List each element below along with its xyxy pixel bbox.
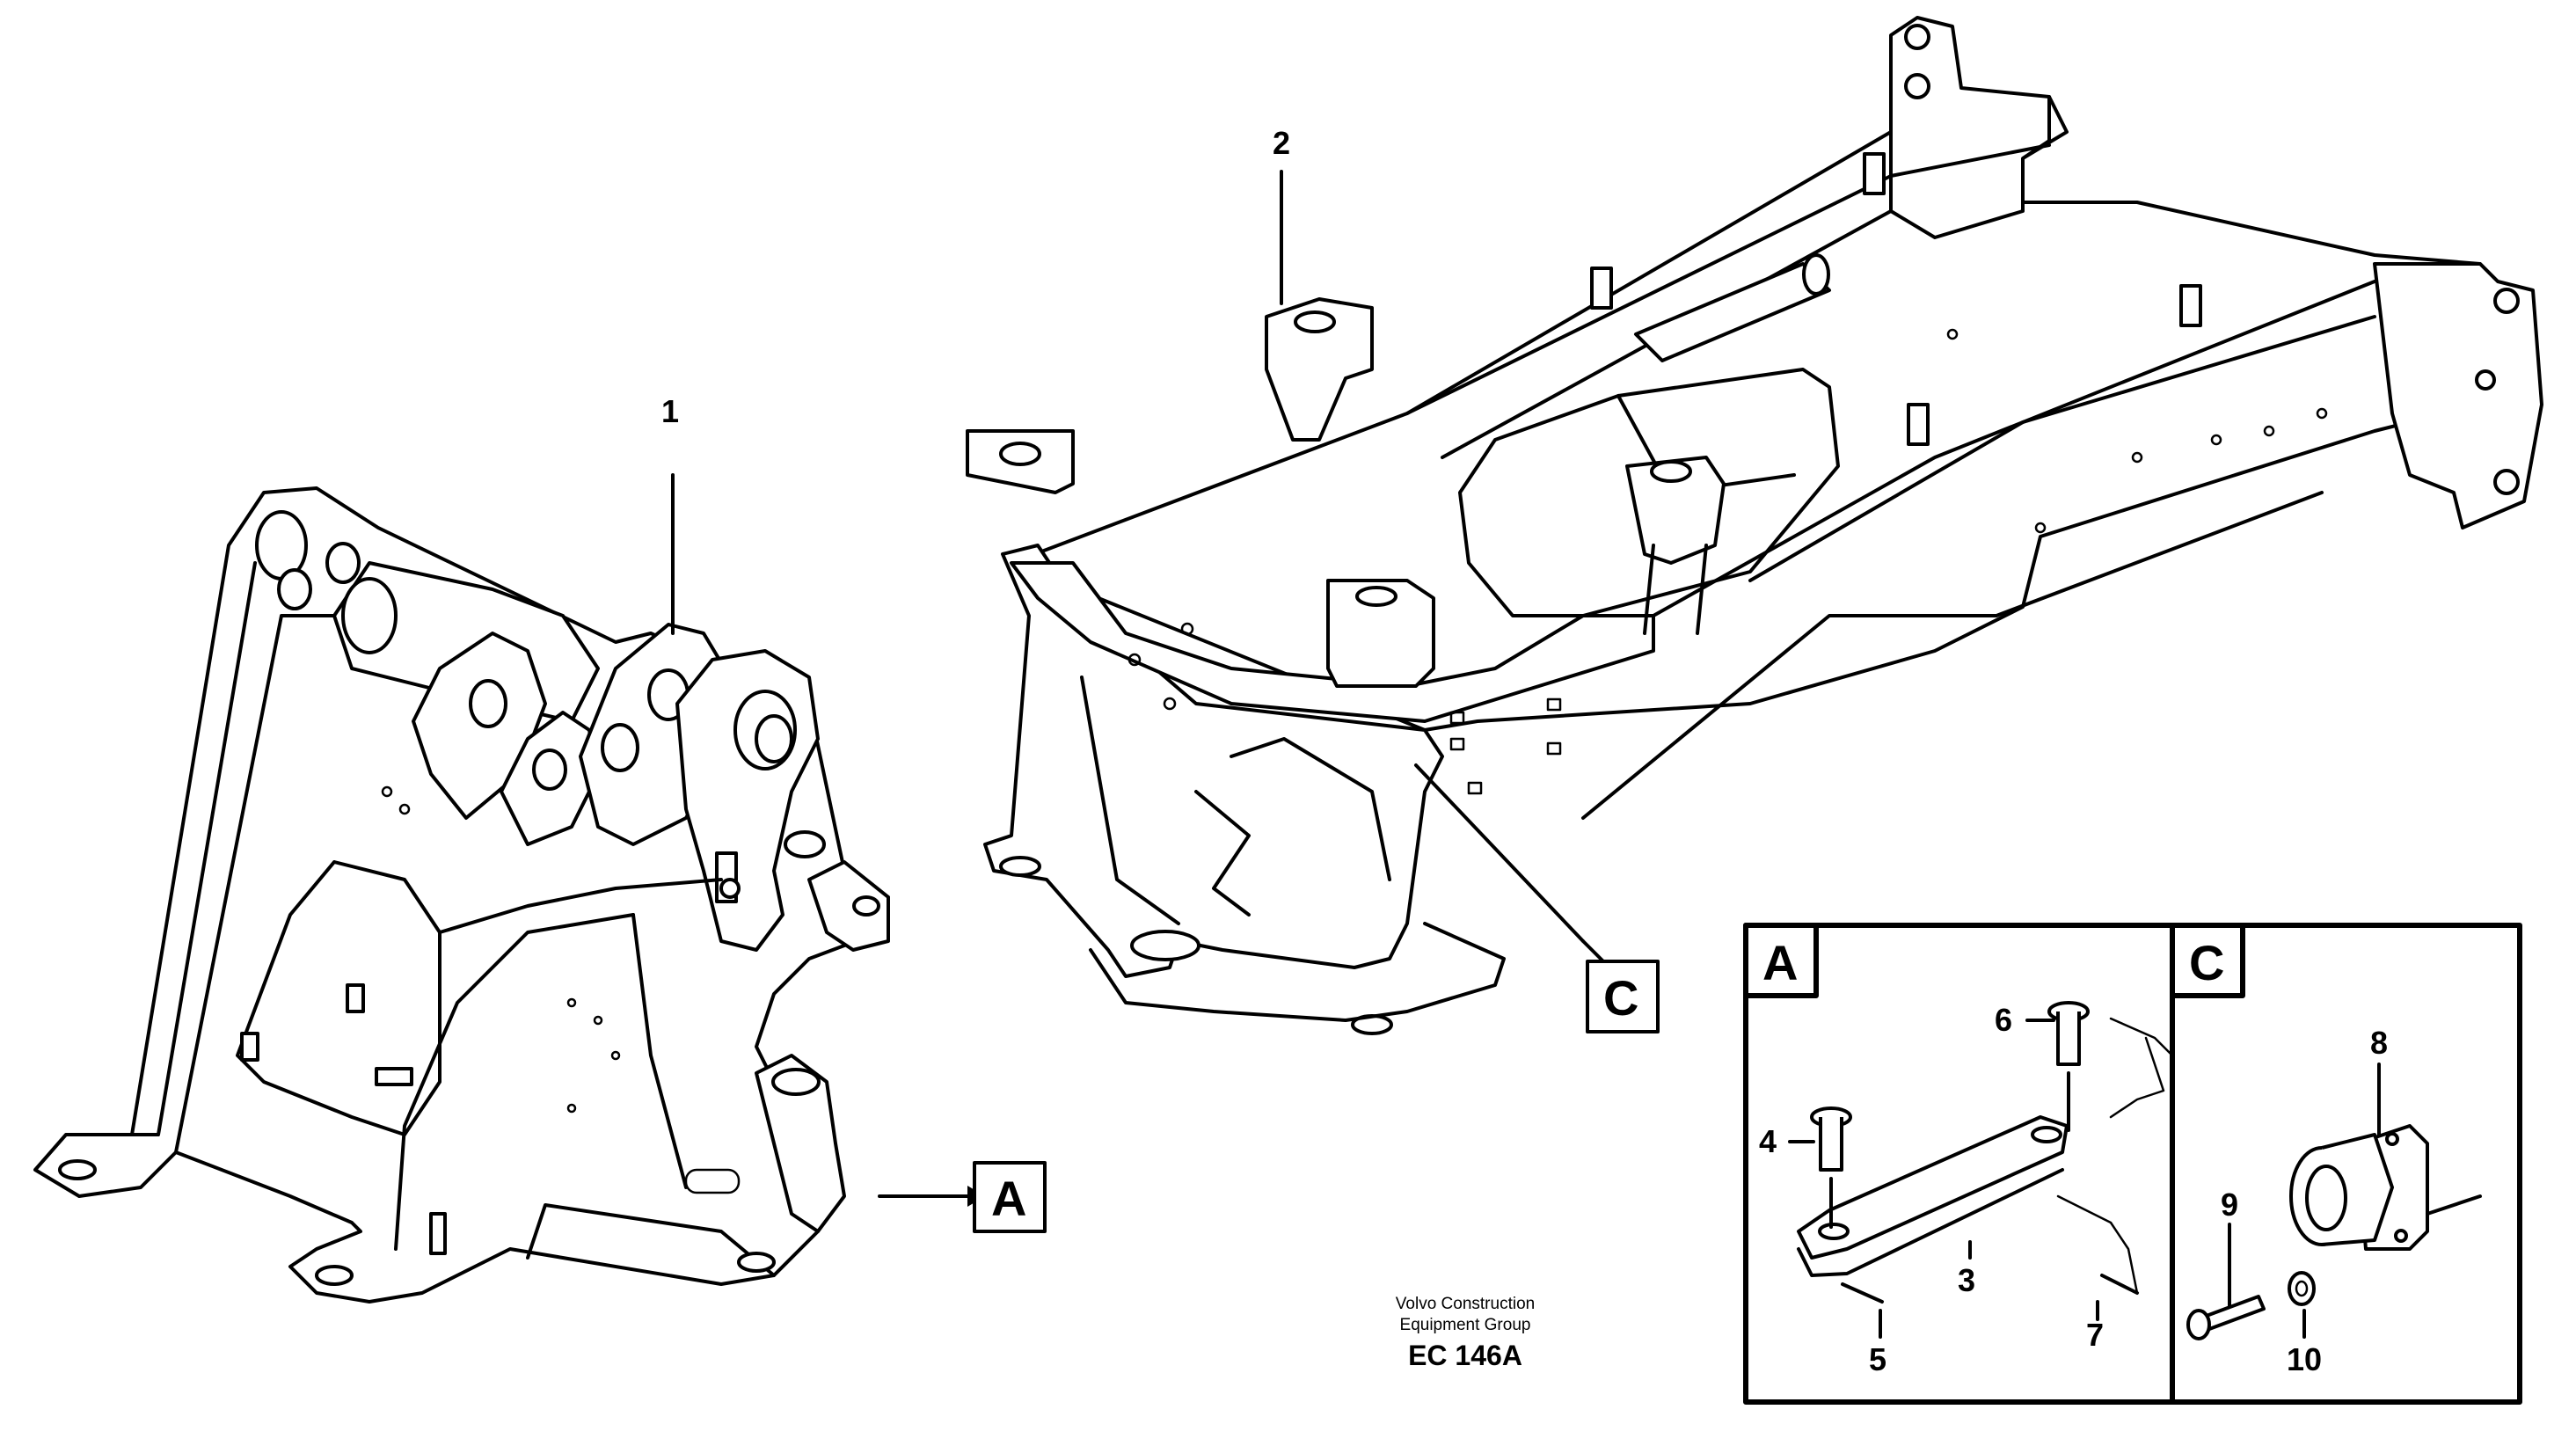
callout-1: 1 [661, 393, 679, 429]
detail-ref-a: A [973, 1161, 1047, 1233]
illustration-code: EC 146A [1408, 1340, 1522, 1371]
credit-line-1: Volvo Construction [1396, 1295, 1535, 1313]
detail-panel-a: A 4 6 3 [1743, 923, 2174, 1377]
callout-8: 8 [2370, 1025, 2388, 1061]
detail-panel-c-label: C [2189, 935, 2224, 990]
callout-2: 2 [1273, 125, 1290, 161]
rear-frame [966, 16, 2543, 1035]
callout-6: 6 [1995, 1002, 2012, 1038]
detail-panel: A 4 6 3 [1743, 923, 2522, 1405]
detail-ref-c-label: C [1603, 970, 1638, 1026]
front-frame [33, 486, 890, 1304]
callout-9: 9 [2221, 1187, 2238, 1223]
detail-ref-c: C [1586, 960, 1660, 1033]
callout-3: 3 [1958, 1262, 1975, 1298]
publisher-credit: Volvo Construction Equipment Group EC 14… [1396, 1295, 1535, 1371]
callout-4: 4 [1759, 1123, 1777, 1159]
callout-7: 7 [2086, 1317, 2104, 1353]
detail-panel-a-label: A [1762, 935, 1798, 990]
detail-panel-c: C 8 9 10 [2170, 923, 2482, 1377]
callout-10: 10 [2287, 1341, 2322, 1377]
credit-line-2: Equipment Group [1400, 1316, 1531, 1334]
detail-ref-a-label: A [991, 1171, 1026, 1226]
callout-5: 5 [1869, 1341, 1886, 1377]
